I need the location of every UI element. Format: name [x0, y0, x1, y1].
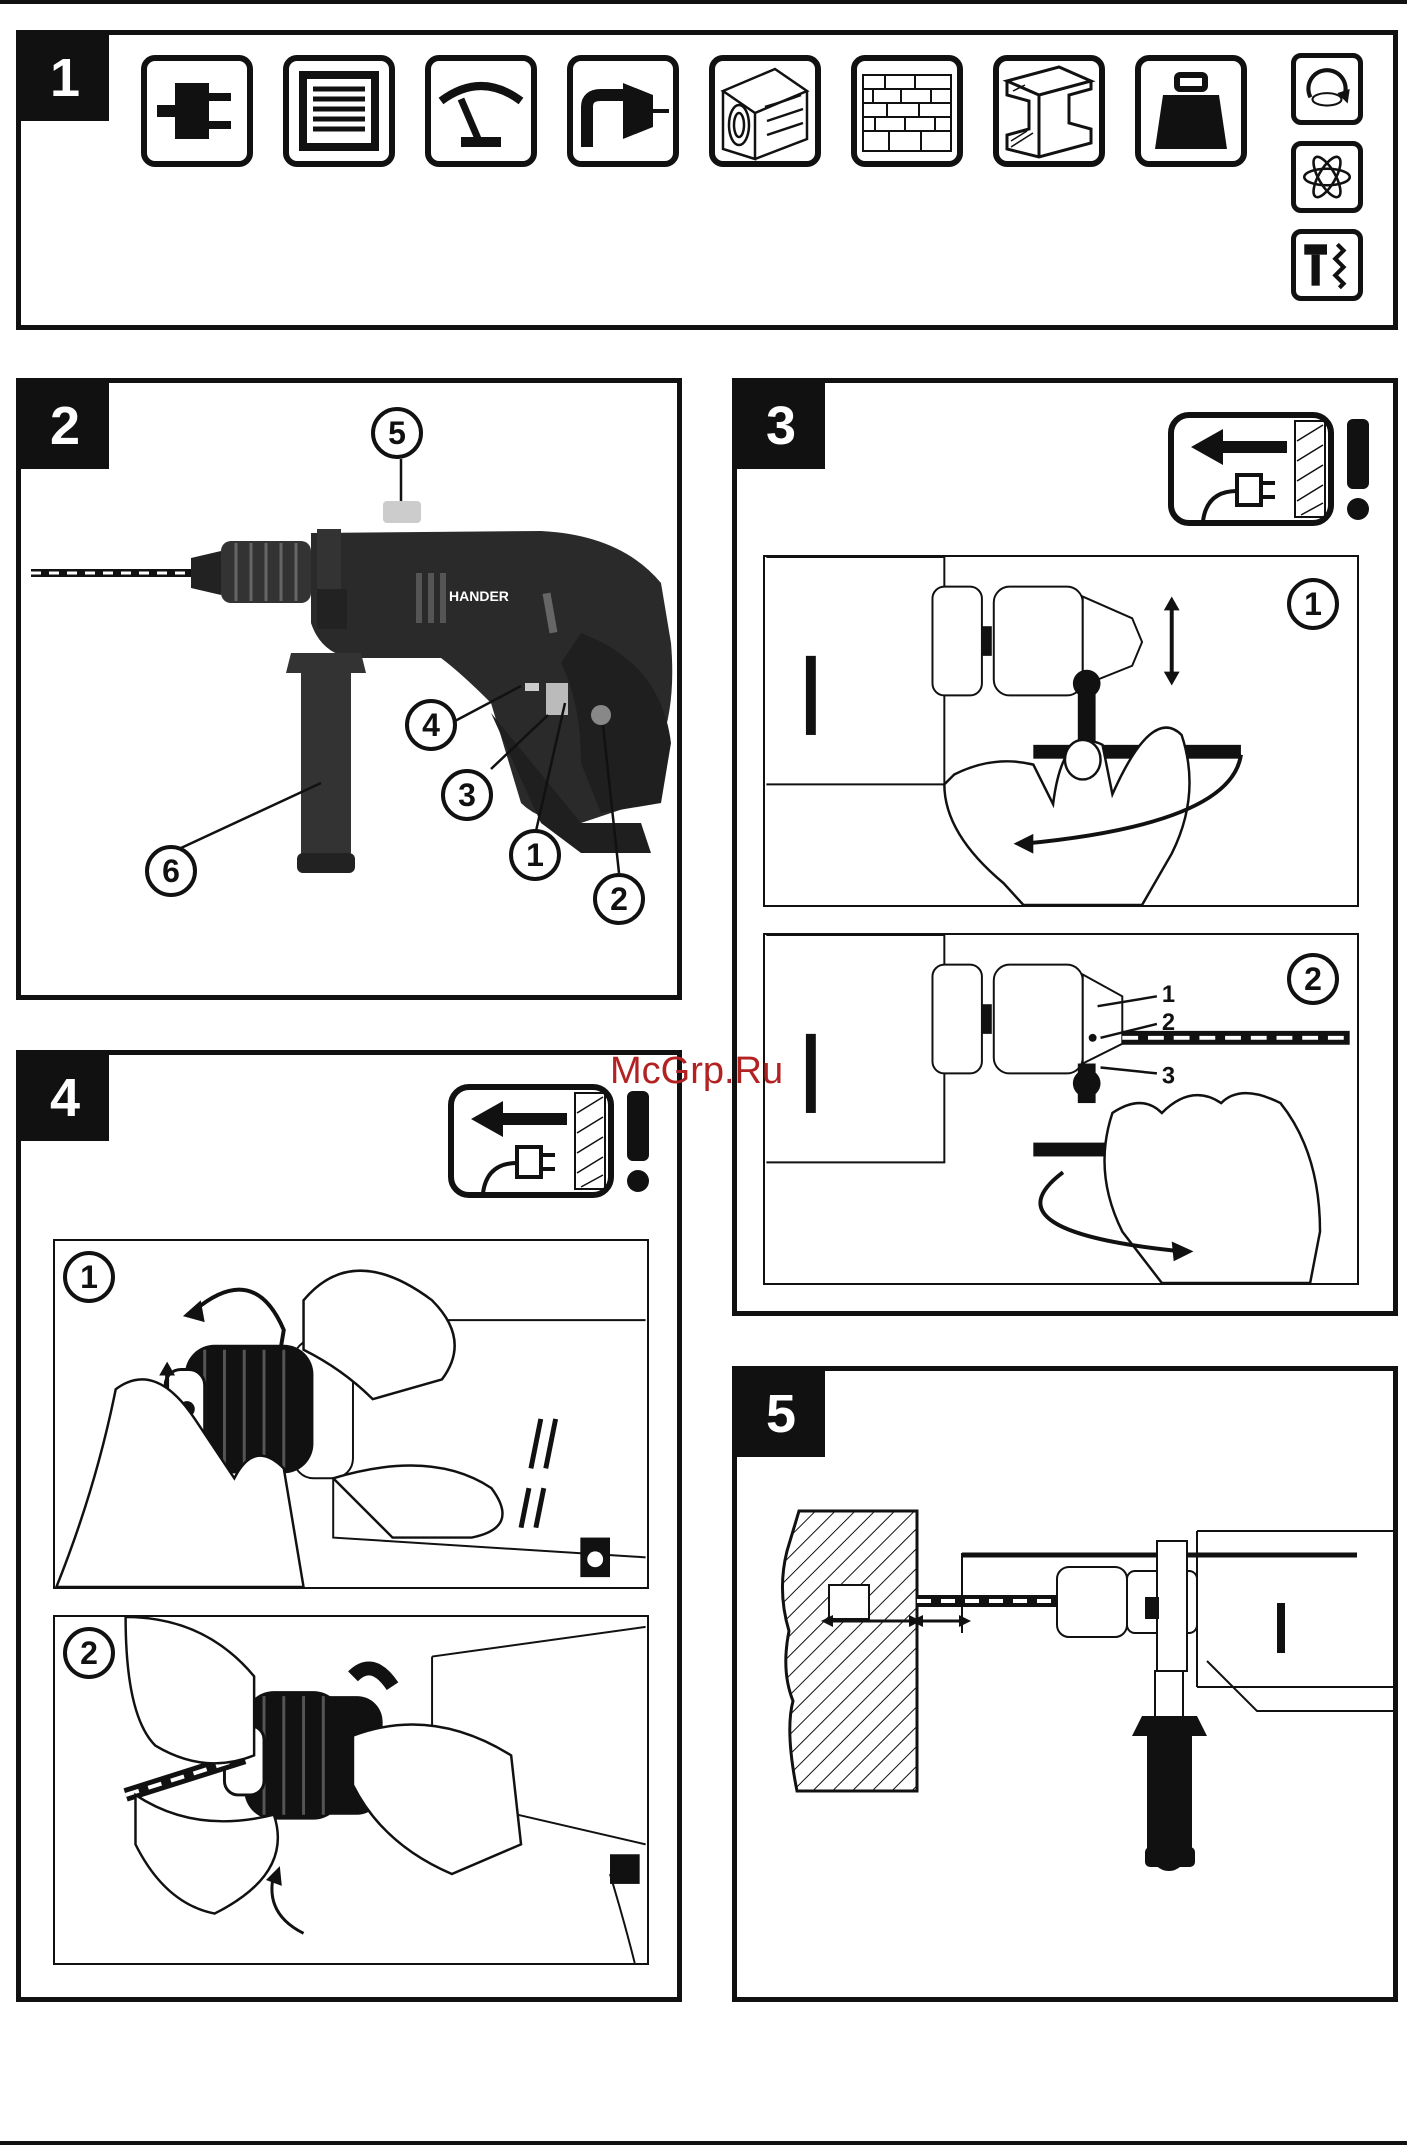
step-1-key-loosen — [763, 555, 1359, 907]
drill-illustration: HANDER — [21, 383, 677, 995]
bottom-rule — [0, 2141, 1407, 2145]
drill-chuck-icon — [567, 55, 679, 167]
part-label-2: 2 — [1162, 1010, 1175, 1036]
callout-1: 1 — [509, 829, 561, 881]
callout-2: 2 — [593, 873, 645, 925]
rotation-icon — [1291, 53, 1363, 125]
figure-1-panel: 1 — [16, 30, 1398, 330]
top-rule — [0, 0, 1407, 4]
step-marker-2: 2 — [63, 1627, 115, 1679]
figure-4-panel: 4 1 — [16, 1050, 682, 2002]
watermark: McGrp.Ru — [610, 1050, 783, 1093]
callout-6: 6 — [145, 845, 197, 897]
part-label-1: 1 — [1162, 982, 1175, 1008]
plug-icon — [141, 55, 253, 167]
callout-4: 4 — [405, 699, 457, 751]
wood-icon — [709, 55, 821, 167]
depth-stop-illustration — [737, 1371, 1393, 1997]
speed-gauge-icon — [425, 55, 537, 167]
unplug-warning-icon — [1167, 411, 1377, 527]
brand-label: HANDER — [449, 588, 509, 604]
figure-5-panel: 5 — [732, 1366, 1398, 2002]
vibration-icon — [1291, 141, 1363, 213]
step-marker-1: 1 — [1287, 578, 1339, 630]
step-2-keyless-insert — [53, 1615, 649, 1965]
steel-beam-icon — [993, 55, 1105, 167]
unplug-warning-icon — [447, 1083, 657, 1199]
step-2-key-tighten: 1 2 3 — [763, 933, 1359, 1285]
part-label-3: 3 — [1162, 1063, 1175, 1089]
step-marker-2: 2 — [1287, 953, 1339, 1005]
callout-5: 5 — [371, 407, 423, 459]
figure-3-panel: 3 1 — [732, 378, 1398, 1316]
step-marker-1: 1 — [63, 1251, 115, 1303]
figure-number: 1 — [21, 35, 109, 121]
brick-wall-icon — [851, 55, 963, 167]
callout-3: 3 — [441, 769, 493, 821]
weight-icon — [1135, 55, 1247, 167]
step-1-keyless-open — [53, 1239, 649, 1589]
gearbox-icon — [283, 55, 395, 167]
figure-2-panel: 2 HANDER — [16, 378, 682, 1000]
figure-number: 4 — [21, 1055, 109, 1141]
hammer-drill-icon — [1291, 229, 1363, 301]
figure-number: 3 — [737, 383, 825, 469]
